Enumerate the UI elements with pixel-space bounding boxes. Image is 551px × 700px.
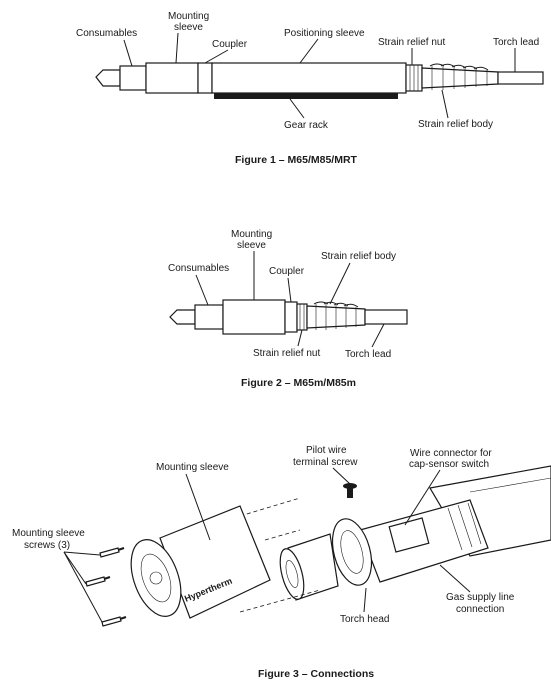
fig1-label-mounting-sleeve-2: sleeve [174,22,203,33]
fig2-label-coupler: Coupler [269,266,305,277]
fig2-mounting-sleeve [222,299,286,335]
fig2-label-consumables: Consumables [168,263,229,274]
fig2-caption: Figure 2 – M65m/M85m [241,377,356,389]
fig2-label-torch-lead: Torch lead [345,349,391,360]
fig3-label-gas-supply-2: connection [456,604,504,615]
fig1-consumables-body [119,65,147,91]
fig3-label-wire-connector-2: cap-sensor switch [409,459,489,470]
fig3-label-pilot-wire-2: terminal screw [293,457,358,468]
fig2-label-mounting-sleeve-2: sleeve [237,240,266,251]
figure-3-connections-drawing: Hypertherm [85,465,551,627]
figure-1-torch-drawing [95,62,544,99]
fig1-gear-rack [214,93,398,99]
fig3-label-pilot-wire-1: Pilot wire [306,445,347,456]
fig1-label-positioning-sleeve: Positioning sleeve [284,28,365,39]
fig3-label-gas-supply-1: Gas supply line [446,592,515,603]
fig1-label-coupler: Coupler [212,39,248,50]
fig2-label-strain-relief-body: Strain relief body [321,251,396,262]
fig2-consumables-body [194,304,224,330]
fig3-label-torch-head: Torch head [340,614,389,625]
fig1-label-strain-relief-nut: Strain relief nut [378,37,445,48]
fig1-label-consumables: Consumables [76,28,137,39]
fig3-label-mounting-sleeve: Mounting sleeve [156,462,229,473]
fig1-caption: Figure 1 – M65/M85/MRT [235,154,358,166]
fig3-wire-connector [388,517,430,553]
fig2-consumables-tip [169,309,196,325]
fig3-label-screws-1: Mounting sleeve [12,528,85,539]
fig2-torch-lead [364,309,408,325]
fig1-label-torch-lead: Torch lead [493,37,539,48]
fig1-torch-lead [497,71,544,85]
fig1-label-gear-rack: Gear rack [284,120,329,131]
fig3-caption: Figure 3 – Connections [258,668,374,680]
fig2-coupler [284,301,298,333]
figure-2-torch-drawing [169,299,408,335]
fig1-label-strain-relief-body: Strain relief body [418,119,493,130]
fig3-mounting-screws [85,547,127,627]
fig1-coupler [197,62,213,94]
fig3-label-screws-2: screws (3) [24,540,70,551]
fig2-label-mounting-sleeve-1: Mounting [231,229,272,240]
fig1-consumables-tip [95,69,121,87]
fig3-pilot-wire-screw [343,483,357,498]
fig1-leader-lines [123,32,516,119]
fig1-mounting-sleeve [145,62,199,94]
fig1-label-mounting-sleeve-1: Mounting [168,11,209,22]
fig1-positioning-sleeve [211,62,407,94]
fig2-leader-lines [195,251,385,348]
fig3-label-wire-connector-1: Wire connector for [410,448,492,459]
fig1-strain-relief-body [421,63,499,90]
fig2-strain-relief-body [306,301,366,330]
fig2-label-strain-relief-nut: Strain relief nut [253,348,320,359]
fig3-leader-lines [63,467,471,623]
fig2-strain-relief-nut [296,303,308,331]
